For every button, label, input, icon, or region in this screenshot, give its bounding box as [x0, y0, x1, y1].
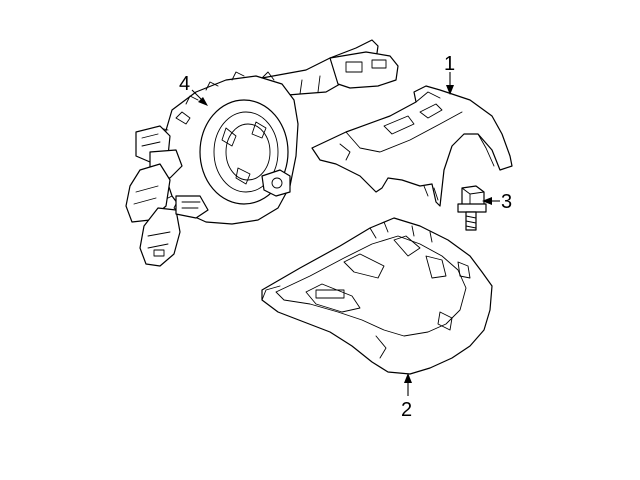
callout-3: 3	[501, 191, 512, 213]
leader-lines	[191, 72, 500, 396]
callout-2: 2	[401, 399, 412, 421]
bolt-fastener	[457, 185, 487, 231]
callout-1: 1	[444, 53, 455, 75]
callout-4: 4	[179, 73, 190, 95]
upper-column-cover	[311, 85, 513, 207]
combination-switch-assembly	[125, 39, 399, 267]
lower-column-cover	[261, 217, 493, 375]
